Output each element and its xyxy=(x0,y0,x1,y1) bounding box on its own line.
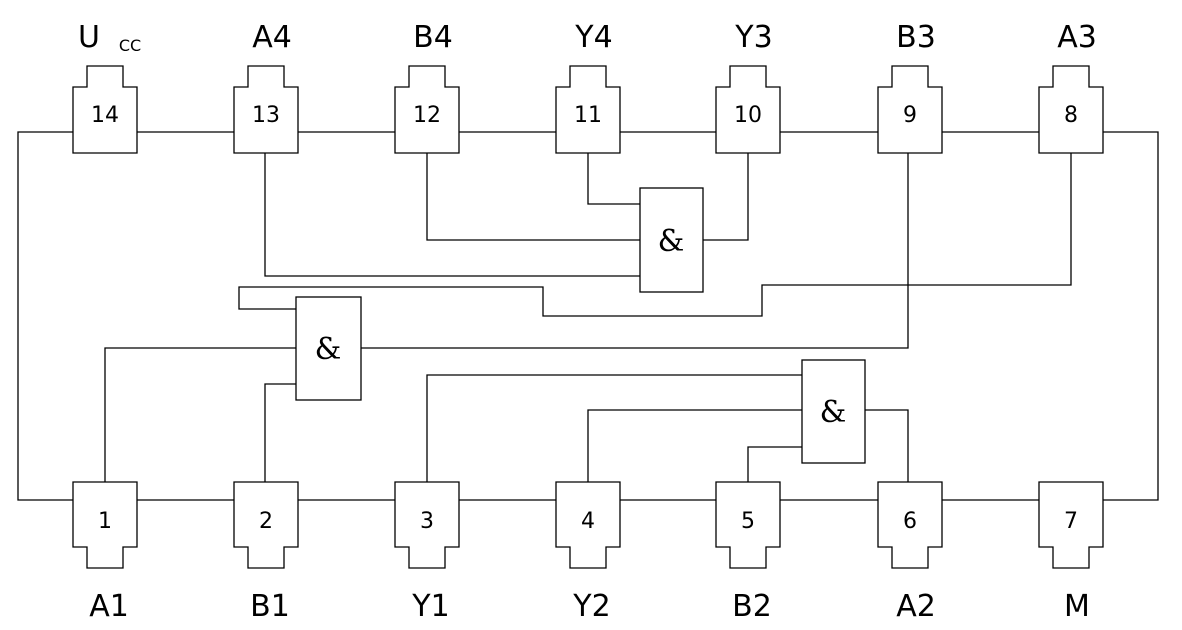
pin-2: 2 B1 xyxy=(233,481,299,624)
pin-3-body xyxy=(394,481,460,569)
wire-gate2-pin6 xyxy=(865,409,909,482)
pin-14-name: U xyxy=(78,20,100,55)
pin-5-number: 5 xyxy=(741,509,755,534)
pin-12-name: B4 xyxy=(413,20,453,55)
pin-3: 3 Y1 xyxy=(394,481,460,624)
pin-7-body xyxy=(1038,481,1104,569)
and-gate-1: & xyxy=(295,296,362,401)
pin-9-number: 9 xyxy=(903,103,917,128)
pin-11-name: Y4 xyxy=(574,20,612,55)
pin-8-number: 8 xyxy=(1064,103,1078,128)
wire-pin5-gate2 xyxy=(747,446,802,482)
wire-pin11-gate4 xyxy=(587,153,640,205)
and-gate-4-body xyxy=(639,187,704,293)
wire-gate1-pin9 xyxy=(361,153,909,349)
pin-12-body xyxy=(394,65,460,154)
pin-10-name: Y3 xyxy=(734,20,772,55)
pin-11: 11 Y4 xyxy=(555,20,621,154)
wire-right-frame xyxy=(1103,131,1159,501)
pin-10-number: 10 xyxy=(734,103,762,128)
pin-3-name: Y1 xyxy=(411,589,449,624)
pin-4-number: 4 xyxy=(581,509,595,534)
wire-left-frame xyxy=(17,131,73,501)
pin-13-number: 13 xyxy=(252,103,280,128)
pin-4: 4 Y2 xyxy=(555,481,621,624)
wiring xyxy=(17,131,1159,501)
pin-12: 12 B4 xyxy=(394,20,460,154)
pin-6-name: A2 xyxy=(896,589,936,624)
pin-14: 14 U CC xyxy=(72,20,141,154)
pin-8: 8 A3 xyxy=(1038,20,1104,154)
top-pin-row: 14 U CC 13 A4 12 B4 11 Y4 10 Y3 9 B3 xyxy=(72,20,1104,154)
pin-3-number: 3 xyxy=(420,509,434,534)
pin-4-name: Y2 xyxy=(572,589,610,624)
and-gate-4: & xyxy=(639,187,704,293)
pin-8-body xyxy=(1038,65,1104,154)
pin-14-number: 14 xyxy=(91,103,119,128)
pin-6-body xyxy=(877,481,943,569)
and-gate-2-symbol: & xyxy=(820,395,847,430)
wire-pin8-gate1 xyxy=(238,153,1072,317)
pin-5-body xyxy=(715,481,781,569)
pin-11-body xyxy=(555,65,621,154)
pin-5: 5 B2 xyxy=(715,481,781,624)
pin-2-name: B1 xyxy=(250,589,290,624)
pin-1-name: A1 xyxy=(89,589,129,624)
pin-7-number: 7 xyxy=(1064,509,1078,534)
pin-8-name: A3 xyxy=(1057,20,1097,55)
and-gate-1-body xyxy=(295,296,362,401)
pin-2-number: 2 xyxy=(259,509,273,534)
bottom-pin-row: 1 A1 2 B1 3 Y1 4 Y2 5 B2 6 A2 xyxy=(72,481,1104,624)
pin-13-name: A4 xyxy=(252,20,292,55)
and-gate-1-symbol: & xyxy=(315,332,342,367)
pin-9-body xyxy=(877,65,943,154)
pin-7-name: M xyxy=(1064,589,1090,624)
pin-11-number: 11 xyxy=(574,103,602,128)
pin-10-body xyxy=(715,65,781,154)
pin-2-body xyxy=(233,481,299,569)
pin-9: 9 B3 xyxy=(877,20,943,154)
and-gate-2-body xyxy=(801,359,866,464)
and-gate-4-symbol: & xyxy=(658,224,685,259)
pin-1-body xyxy=(72,481,138,569)
pin-5-name: B2 xyxy=(732,589,772,624)
wire-pin13-gate4 xyxy=(264,153,640,277)
pin-4-body xyxy=(555,481,621,569)
pin-6: 6 A2 xyxy=(877,481,943,624)
wire-pin2-gate1 xyxy=(264,383,296,482)
pin-10: 10 Y3 xyxy=(715,20,781,154)
pin-13-body xyxy=(233,65,299,154)
wire-gate4-pin10 xyxy=(703,153,749,241)
wire-pin1-gate1 xyxy=(104,347,296,482)
pin-9-name: B3 xyxy=(896,20,936,55)
pin-14-body xyxy=(72,65,138,154)
pin-7: 7 M xyxy=(1038,481,1104,624)
pin-14-name-subscript: CC xyxy=(119,36,141,55)
pin-1-number: 1 xyxy=(98,509,112,534)
and-gate-2: & xyxy=(801,359,866,464)
pin-6-number: 6 xyxy=(903,509,917,534)
pin-13: 13 A4 xyxy=(233,20,299,154)
wire-pin12-gate4 xyxy=(426,153,640,241)
pin-1: 1 A1 xyxy=(72,481,138,624)
gates: & & & xyxy=(295,187,866,464)
wire-pin3-gate2 xyxy=(426,374,802,482)
wire-pin4-gate2 xyxy=(587,409,802,482)
pin-12-number: 12 xyxy=(413,103,441,128)
